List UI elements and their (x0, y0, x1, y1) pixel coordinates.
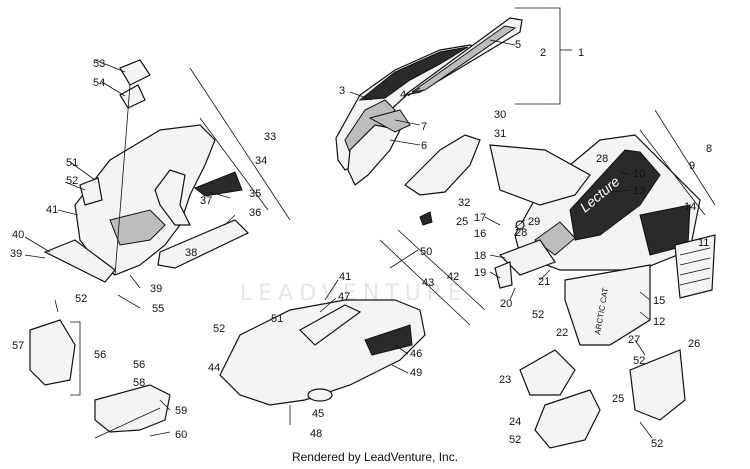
callout-42: 42 (447, 271, 459, 283)
callout-41-bottom: 41 (339, 271, 351, 283)
callout-55: 55 (152, 303, 164, 315)
callout-50: 50 (420, 246, 432, 258)
callout-25-bottom: 25 (612, 393, 624, 405)
callout-56-left: 56 (94, 349, 106, 361)
callout-52-bellypan: 52 (213, 323, 225, 335)
footer-credit: Rendered by LeadVenture, Inc. (291, 450, 459, 464)
leader-lines (24, 39, 653, 439)
callout-labels: 1 2 3 4 5 6 7 8 9 10 11 12 13 14 15 16 1… (10, 39, 712, 450)
callout-22: 22 (556, 327, 568, 339)
callout-25-top: 25 (456, 216, 468, 228)
side-panel-assembly: Lecture ARCTIC CAT (514, 134, 716, 346)
callout-36: 36 (249, 207, 261, 219)
callout-4: 4 (400, 89, 406, 101)
callout-38: 38 (185, 247, 197, 259)
bellypan-assembly (219, 299, 426, 425)
callout-13: 13 (633, 185, 645, 197)
callout-54: 54 (93, 77, 105, 89)
lower-right-panels (519, 349, 686, 449)
callout-52-far-right: 52 (651, 438, 663, 450)
callout-26: 26 (688, 338, 700, 350)
callout-15: 15 (653, 295, 665, 307)
callout-30: 30 (494, 109, 506, 121)
callout-41-left: 41 (46, 204, 58, 216)
callout-24: 24 (509, 416, 521, 428)
callout-48: 48 (310, 428, 322, 440)
callout-45: 45 (312, 408, 324, 420)
callout-47: 47 (338, 291, 350, 303)
callout-53: 53 (93, 58, 105, 70)
callout-33: 33 (264, 131, 276, 143)
callout-11: 11 (698, 237, 709, 249)
lower-left-panel (29, 319, 171, 439)
callout-1: 1 (578, 47, 584, 59)
callout-20: 20 (500, 298, 512, 310)
callout-2: 2 (540, 47, 546, 59)
callout-21: 21 (538, 276, 550, 288)
callout-52-left: 52 (66, 175, 78, 187)
callout-58: 58 (133, 377, 145, 389)
callout-34: 34 (255, 155, 267, 167)
callout-52-bl: 52 (75, 293, 87, 305)
callout-23: 23 (499, 374, 511, 386)
callout-14: 14 (684, 201, 696, 213)
callout-29: 29 (528, 216, 540, 228)
callout-35: 35 (249, 188, 261, 200)
callout-10: 10 (633, 168, 645, 180)
callout-28-mid: 28 (515, 227, 527, 239)
callout-27: 27 (628, 334, 640, 346)
callout-52-right: 52 (633, 355, 645, 367)
callout-40: 40 (12, 229, 24, 241)
grouping-brackets (70, 7, 716, 396)
callout-31: 31 (494, 128, 506, 140)
callout-28-top: 28 (596, 153, 608, 165)
callout-9: 9 (689, 160, 695, 172)
callout-60: 60 (175, 429, 187, 441)
callout-12: 12 (653, 316, 665, 328)
dash-console-assembly (43, 59, 250, 283)
callout-44: 44 (208, 362, 220, 374)
callout-18: 18 (474, 250, 486, 262)
callout-56-bottom: 56 (133, 359, 145, 371)
callout-51-bottom: 51 (271, 313, 283, 325)
callout-3: 3 (339, 85, 345, 97)
callout-37: 37 (200, 195, 212, 207)
callout-17: 17 (474, 212, 486, 224)
callout-43: 43 (422, 277, 434, 289)
callout-5: 5 (515, 39, 521, 51)
callout-7: 7 (421, 121, 427, 133)
windshield-assembly (335, 17, 523, 186)
callout-8: 8 (706, 143, 712, 155)
callout-57: 57 (12, 340, 24, 352)
cowl-bracket-assembly (404, 134, 591, 226)
callout-39-left: 39 (10, 248, 22, 260)
callout-32: 32 (458, 197, 470, 209)
callout-49: 49 (410, 367, 422, 379)
callout-51-left: 51 (66, 157, 78, 169)
small-hardware (494, 220, 556, 289)
callout-52-br: 52 (509, 434, 521, 446)
callout-39-center: 39 (150, 283, 162, 295)
callout-16: 16 (474, 228, 486, 240)
callout-19: 19 (474, 267, 486, 279)
callout-6: 6 (421, 140, 427, 152)
callout-52-center: 52 (532, 309, 544, 321)
callout-59: 59 (175, 405, 187, 417)
callout-46: 46 (410, 348, 422, 360)
